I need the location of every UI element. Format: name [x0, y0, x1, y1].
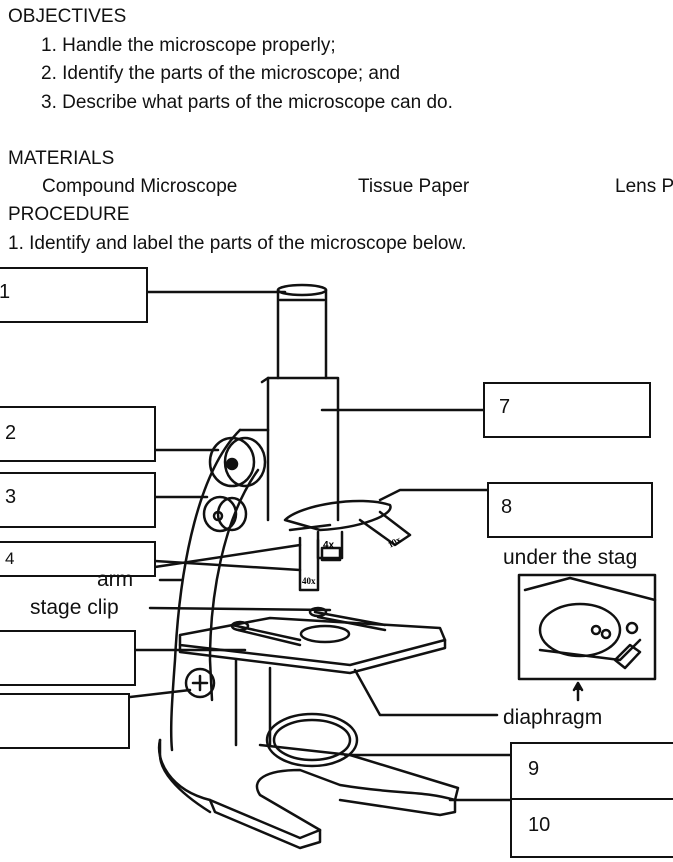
material-item-1: Compound Microscope — [42, 176, 238, 197]
procedure-step-1: 1. Identify and label the parts of the m… — [8, 233, 467, 254]
objectives-heading: OBJECTIVES — [8, 6, 127, 27]
objective-item-3: 3. Describe what parts of the microscope… — [41, 92, 453, 113]
label-number-9: 9 — [528, 758, 540, 780]
label-number-7: 7 — [499, 396, 511, 418]
label-number-8: 8 — [501, 496, 513, 518]
label-number-2: 2 — [5, 422, 17, 444]
diaphragm-label: diaphragm — [503, 706, 603, 729]
under-stage-label: under the stag — [503, 546, 638, 569]
label-box-10[interactable]: 10 — [510, 798, 673, 858]
label-number-10: 10 — [528, 814, 551, 836]
label-box-8[interactable]: 8 — [487, 482, 653, 538]
label-number-1: 1 — [0, 281, 11, 303]
label-box-4[interactable]: 4 — [0, 541, 156, 577]
label-box-5[interactable] — [0, 630, 136, 686]
objective-4x-label: 4x — [323, 540, 335, 551]
label-box-9[interactable]: 9 — [510, 742, 673, 800]
label-box-1[interactable]: 1 — [0, 267, 148, 323]
objective-40x-label: 40x — [302, 576, 316, 586]
label-box-2[interactable]: 2 — [0, 406, 156, 462]
arm-label: arm — [97, 568, 134, 591]
materials-heading: MATERIALS — [8, 148, 115, 169]
procedure-heading: PROCEDURE — [8, 204, 130, 225]
label-box-3[interactable]: 3 — [0, 472, 156, 528]
label-number-4: 4 — [5, 549, 15, 568]
material-item-3: Lens P — [615, 176, 673, 197]
label-number-3: 3 — [5, 486, 17, 508]
label-box-7[interactable]: 7 — [483, 382, 651, 438]
objective-item-1: 1. Handle the microscope properly; — [41, 35, 336, 56]
material-item-2: Tissue Paper — [358, 176, 470, 197]
objective-10x-label: 10x — [386, 534, 403, 550]
label-box-6[interactable] — [0, 693, 130, 749]
stage-clip-label: stage clip — [30, 596, 119, 619]
objective-item-2: 2. Identify the parts of the microscope;… — [41, 63, 401, 84]
